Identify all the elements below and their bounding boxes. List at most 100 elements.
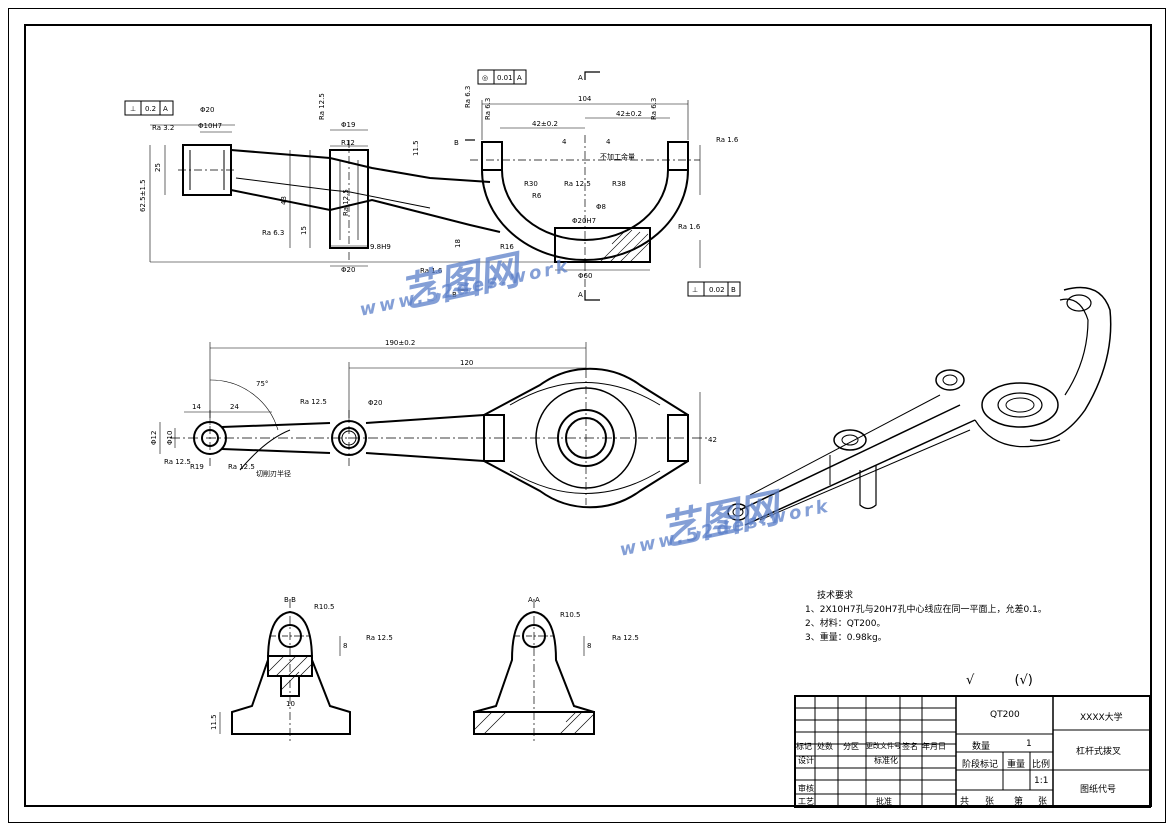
label-b-left: B: [454, 139, 459, 147]
dim-42-a: 42±0.2: [532, 120, 558, 128]
dim-phi20h7: Φ20H7: [572, 217, 596, 225]
label-section-b-b: B-B: [284, 596, 296, 604]
dim-8-aa: 8: [587, 642, 591, 650]
tech-item-2: 2、材料：QT200。: [805, 619, 886, 629]
dim-phi8: Φ8: [596, 203, 606, 211]
dim-phi10h7: Φ10H7: [198, 122, 222, 130]
label-a-bottom: A: [578, 291, 583, 299]
tol-conc-value: 0.01: [497, 74, 513, 82]
roughness-ra-12-5-c: Ra 12.5: [300, 398, 327, 406]
tb-review: 审核: [798, 784, 814, 793]
roughness-ra-6-3-b: Ra 6.3: [484, 98, 492, 120]
tb-standardize: 标准化: [874, 756, 898, 765]
tech-title: 技术要求: [817, 591, 854, 601]
dim-42-b: 42±0.2: [616, 110, 642, 118]
roughness-ra-3-2: Ra 3.2: [152, 124, 174, 132]
roughness-ra-1-6-a: Ra 1.6: [716, 136, 739, 144]
tb-material: QT200: [990, 710, 1020, 720]
section-a-a: [473, 600, 595, 742]
tol-perp-b-datum: B: [731, 286, 736, 294]
dim-phi12: Φ12: [150, 431, 158, 445]
tb-design: 设计: [798, 756, 814, 765]
tb-rev-doc: 更改文件号: [866, 742, 901, 750]
dim-r12: R12: [341, 139, 355, 147]
dim-4-a: 4: [562, 138, 567, 146]
label-a-top: A: [578, 74, 583, 82]
front-view: [149, 71, 701, 301]
dim-r38: R38: [612, 180, 626, 188]
roughness-ra-12-5-a: Ra 12.5: [318, 93, 326, 120]
dim-10-bb: 10: [286, 700, 295, 708]
tb-drawing-no: 图纸代号: [1080, 785, 1117, 795]
dim-r6: R6: [532, 192, 542, 200]
roughness-ra-12-5-b: Ra 12.5: [564, 180, 591, 188]
note-no-machining: 不加工余量: [600, 152, 635, 161]
tb-quantity-label: 数量: [972, 742, 991, 752]
roughness-ra-12-5-e: Ra 12.5: [228, 463, 255, 471]
note-cut-half: 切削刃半径: [256, 469, 291, 478]
roughness-ra-12-5-f: Ra 12.5: [366, 634, 393, 642]
roughness-ra-12-5-g: Ra 12.5: [612, 634, 639, 642]
dim-phi10: Φ10: [166, 431, 174, 445]
tb-craft: 工艺: [798, 797, 814, 806]
tb-scale-label: 比例: [1032, 760, 1051, 770]
tb-quantity-value: 1: [1026, 739, 1032, 749]
tb-rev-count: 处数: [817, 742, 833, 751]
dim-24: 24: [230, 403, 239, 411]
tol-perp-b-value: 0.02: [709, 286, 725, 294]
dim-r19: R19: [190, 463, 204, 471]
tb-rev-date: 年月日: [922, 742, 946, 751]
tb-rev-mark: 标记: [796, 742, 812, 751]
technical-requirements: 技术要求 1、2X10H7孔与20H7孔中心线应在同一平面上，允差0.1。 2、…: [805, 589, 1047, 645]
dim-angle-75: 75°: [256, 380, 268, 388]
roughness-ra-6-3-a: Ra 6.3: [464, 86, 472, 108]
tb-weight-label: 重量: [1007, 760, 1026, 770]
dim-43: 43: [280, 196, 288, 205]
roughness-ra-1-6-c: Ra 1.6: [420, 267, 443, 275]
dim-62-5: 62.5±1.5: [139, 179, 147, 212]
top-view: [159, 342, 710, 509]
roughness-ra-1-6-b: Ra 1.6: [678, 223, 701, 231]
dim-42-right: 42: [708, 436, 717, 444]
dim-11-5-bb: 11.5: [210, 714, 218, 730]
label-b-bottom: B: [452, 291, 457, 299]
tol-perp-a-datum: A: [163, 105, 168, 113]
tb-approve: 批准: [876, 797, 892, 806]
tol-perp-a-value: 0.2: [145, 105, 156, 113]
dim-104: 104: [578, 95, 592, 103]
dim-phi20-bottom: Φ20: [341, 266, 355, 274]
dim-9-8h9: 9.8H9: [370, 243, 391, 251]
tech-item-3: 3、重量：0.98kg。: [805, 633, 887, 643]
dim-18: 18: [454, 239, 462, 248]
dim-r10-5-aa: R10.5: [560, 611, 580, 619]
isometric-view[interactable]: [727, 286, 1112, 526]
dim-11-5: 11.5: [412, 140, 420, 156]
dim-phi20-mid: Φ20: [368, 399, 382, 407]
dim-190: 190±0.2: [385, 339, 415, 347]
dim-r30: R30: [524, 180, 538, 188]
tb-page-sheet-label: 张: [1038, 797, 1048, 807]
dim-r10-5-bb: R10.5: [314, 603, 334, 611]
dim-phi19: Φ19: [341, 121, 355, 129]
tolerance-frames: [124, 69, 741, 297]
tb-stage-label: 阶段标记: [962, 760, 999, 770]
dim-14: 14: [192, 403, 201, 411]
dim-25: 25: [154, 163, 162, 172]
roughness-symbol: √: [966, 673, 975, 688]
dim-120: 120: [460, 359, 473, 367]
dim-8-bb: 8: [343, 642, 347, 650]
tb-page-label: 第: [1014, 797, 1024, 807]
tb-part-name: 杠杆式拨叉: [1076, 747, 1122, 757]
outer-frame: [8, 8, 1166, 823]
roughness-bracket: (√): [1014, 673, 1033, 688]
tb-school: XXXX大学: [1080, 713, 1123, 723]
dim-phi20-top: Φ20: [200, 106, 214, 114]
dim-15: 15: [300, 226, 308, 235]
dim-phi60: Φ60: [578, 272, 592, 280]
section-b-b: [219, 600, 351, 742]
tb-rev-area: 分区: [843, 742, 859, 751]
tol-perp-a-symbol: ⊥: [130, 105, 136, 113]
label-section-a-a: A-A: [528, 596, 540, 604]
drawing-frame: [24, 24, 1152, 807]
